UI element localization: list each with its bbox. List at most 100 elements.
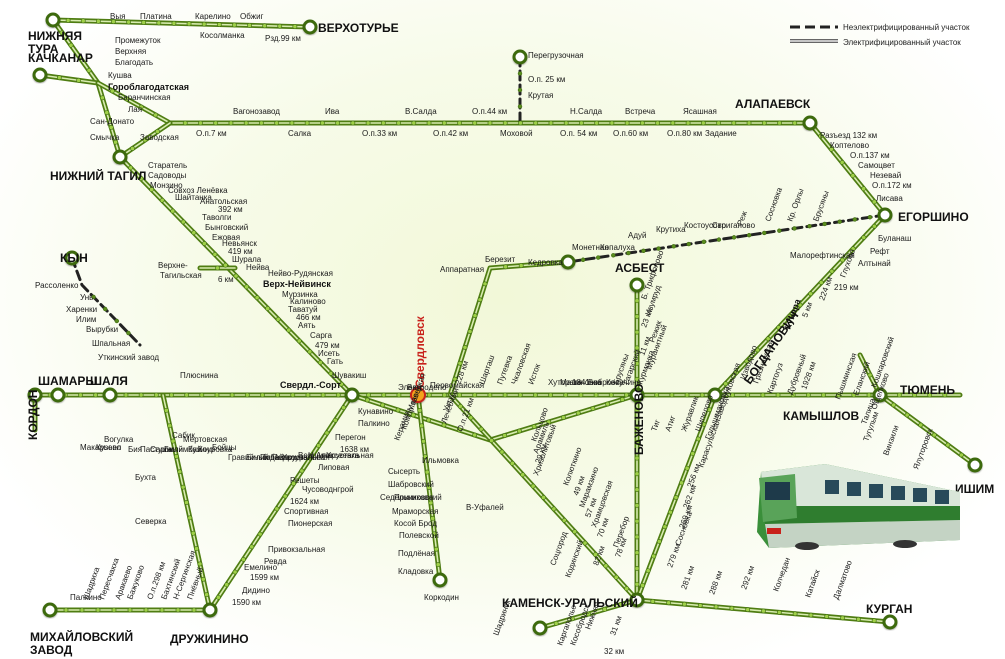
stop-dot [840,160,844,164]
stop-dot [746,393,750,397]
stop-dot [259,121,263,125]
stop-label: Дидино [242,586,270,595]
stop-dot [164,408,168,412]
stop-label: Уткинский завод [98,353,159,362]
stop-dot [517,429,521,433]
stop-label: Незевай [870,171,901,180]
stop-dot [247,23,251,27]
stop-dot [533,393,537,397]
stop-label: Сосновка [763,186,784,223]
stop-dot [160,198,164,202]
stop-dot [427,393,431,397]
stop-dot [657,539,661,543]
stop-dot [276,393,280,397]
stop-dot [176,608,180,612]
stop-dot [144,608,148,612]
stop-dot [776,393,780,397]
v-ufaley-node [434,574,446,586]
stop-label: Кузьел [96,443,122,452]
stop-label: Вагонозавод [233,107,280,116]
stop-label: Шувакиш [332,371,366,380]
stop-dot [620,397,624,401]
stop-dot [564,121,568,125]
stop-dot [762,231,766,235]
stop-label: Шарташ [477,354,496,386]
stop-label: Садоводы [148,171,187,180]
stop-dot [635,535,639,539]
stop-label: 292 км [739,565,756,591]
stop-dot [66,18,70,22]
stop-dot [825,614,829,618]
stop-label: Аппаратная [440,265,484,274]
stop-dot [244,285,248,289]
shamary-node [52,389,64,401]
stop-dot [473,393,477,397]
stop-dot [436,562,440,566]
station-shalya: ШАЛЯ [90,374,128,388]
stop-dot [154,113,158,117]
stop-dot [579,393,583,397]
mikhaylovsky-node [44,604,56,616]
kurgan-node [884,616,896,628]
stop-dot [856,617,860,621]
stop-label: Верхне- [158,261,188,270]
stop-dot [777,229,781,233]
stop-dot [519,264,523,268]
stop-label: Сосновка [673,510,694,547]
stop-dot [258,532,262,536]
kedrovka-sverdlovsk-line-inner [450,262,568,395]
stop-dot [178,470,182,474]
stop-dot [591,406,595,410]
stop-label: В-Уфалей [466,503,504,512]
stop-dot [458,404,462,408]
stop-dot [701,121,705,125]
stop-dot [194,546,198,550]
verkhoturye-node [304,21,316,33]
stop-dot [606,402,610,406]
legend-electric-label: Электрифицированный участок [843,38,961,47]
stop-label: Обжиг [240,12,264,21]
stop-label: О.п.44 км [472,107,507,116]
stop-label: Ива [325,107,340,116]
stop-dot [652,554,656,558]
druzhinino-sverdlovsk-line-inner [210,395,352,610]
stop-dot [96,608,100,612]
stop-label: Алтынай [858,259,891,268]
stop-dot [112,608,116,612]
stop-label: Ильмовка [422,456,459,465]
stop-dot [287,328,291,332]
kachkanar-node [34,69,46,81]
stop-dot [518,72,522,76]
stop-dot [128,608,132,612]
stop-dot [223,263,227,267]
stop-dot [671,121,675,125]
stop-label: Илим [76,315,96,324]
stop-dot [100,96,104,100]
stop-label: В.Салда [405,107,437,116]
stop-dot [670,393,674,397]
stop-dot [336,393,340,397]
stop-dot [691,451,695,455]
stop-dot [308,350,312,354]
stop-dot [297,339,301,343]
stop-dot [216,595,220,599]
stop-dot [564,393,568,397]
stop-dot [473,433,477,437]
stop-dot [534,121,538,125]
stop-dot [427,418,431,422]
stop-dot [747,233,751,237]
stop-dot [382,393,386,397]
stop-label: Смычка [90,133,120,142]
stop-dot [642,249,646,253]
stop-label: 31 км [608,615,623,637]
stop-dot [891,403,895,407]
stop-label: Ялуторовск [911,427,934,471]
stop-label: Хрустальная [326,451,374,460]
stop-dot [604,564,608,568]
stop-label: Сан-Донато [90,117,135,126]
stop-label: Ясашная [683,107,717,116]
stop-dot [381,121,385,125]
stop-label: Сарга [310,331,333,340]
stop-label: Кладовка [398,567,434,576]
stop-label: 32 км [604,647,624,656]
